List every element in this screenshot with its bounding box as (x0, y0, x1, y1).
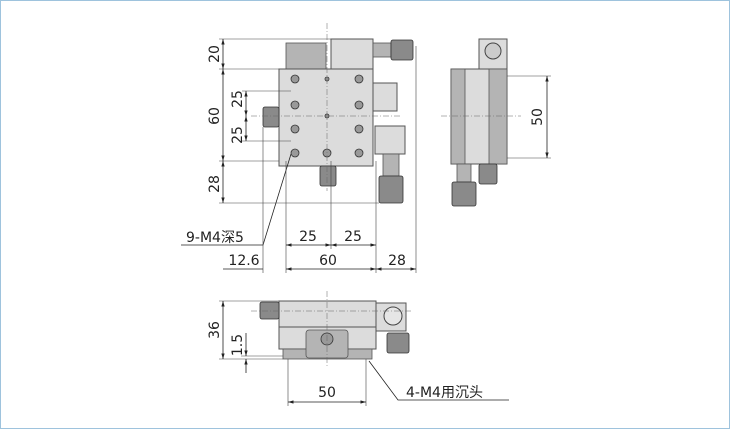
bottom-lock-knob (319, 165, 337, 187)
hole-icon (290, 74, 300, 84)
dim-body-width: 60 (319, 253, 337, 269)
micrometer-end-icon (383, 306, 403, 326)
dim-side-height: 50 (530, 108, 546, 126)
dim-body-height: 60 (207, 107, 223, 125)
dim-right-micrometer: 28 (388, 253, 406, 269)
hole-icon (354, 100, 364, 110)
side-rail (450, 68, 466, 165)
left-lock-knob (262, 106, 280, 128)
side-micrometer-barrel (456, 163, 472, 183)
hole-icon (354, 148, 364, 158)
top-micrometer-mount (330, 38, 374, 70)
dim-upper-pitch: 25 (230, 90, 246, 108)
right-micrometer-mount (374, 125, 406, 155)
dim-lower-pitch: 25 (230, 126, 246, 144)
front-upper-stage (278, 300, 377, 328)
hole-icon (290, 100, 300, 110)
micrometer-end-icon (484, 42, 502, 60)
dim-left-offset: 12.6 (228, 253, 259, 269)
side-view: 50 (441, 38, 551, 207)
top-clamp-block (285, 42, 327, 70)
dim-hole-pitch-right: 25 (344, 229, 362, 245)
front-left-knob (259, 301, 280, 320)
side-rail (488, 68, 508, 165)
top-micrometer-knob (390, 39, 414, 61)
mount-note: 4-M4用沉头 (406, 385, 483, 401)
right-side-block (372, 82, 398, 112)
dim-micrometer: 28 (207, 175, 223, 193)
hole-icon (290, 148, 300, 158)
dim-top-block: 20 (207, 45, 223, 63)
dim-front-height: 36 (207, 321, 223, 339)
hole-icon (290, 124, 300, 134)
dim-mount-pitch: 50 (318, 385, 336, 401)
front-view: 36 1.5 50 4-M4用沉头 (207, 291, 509, 406)
top-view: 20 60 28 25 25 9-M4深5 25 25 12.6 60 28 (181, 23, 417, 273)
top-micrometer-barrel (372, 42, 392, 58)
mounting-holes (290, 74, 364, 158)
hole-icon (354, 74, 364, 84)
hole-note: 9-M4深5 (186, 230, 244, 246)
dim-hole-pitch-left: 25 (299, 229, 317, 245)
dim-base: 1.5 (230, 334, 246, 356)
side-micrometer-knob (451, 181, 477, 207)
right-micrometer-barrel (382, 153, 400, 177)
right-micrometer-knob (378, 175, 404, 204)
front-micrometer-knob (386, 332, 410, 354)
side-lock-knob (478, 163, 498, 185)
hole-icon (354, 124, 364, 134)
